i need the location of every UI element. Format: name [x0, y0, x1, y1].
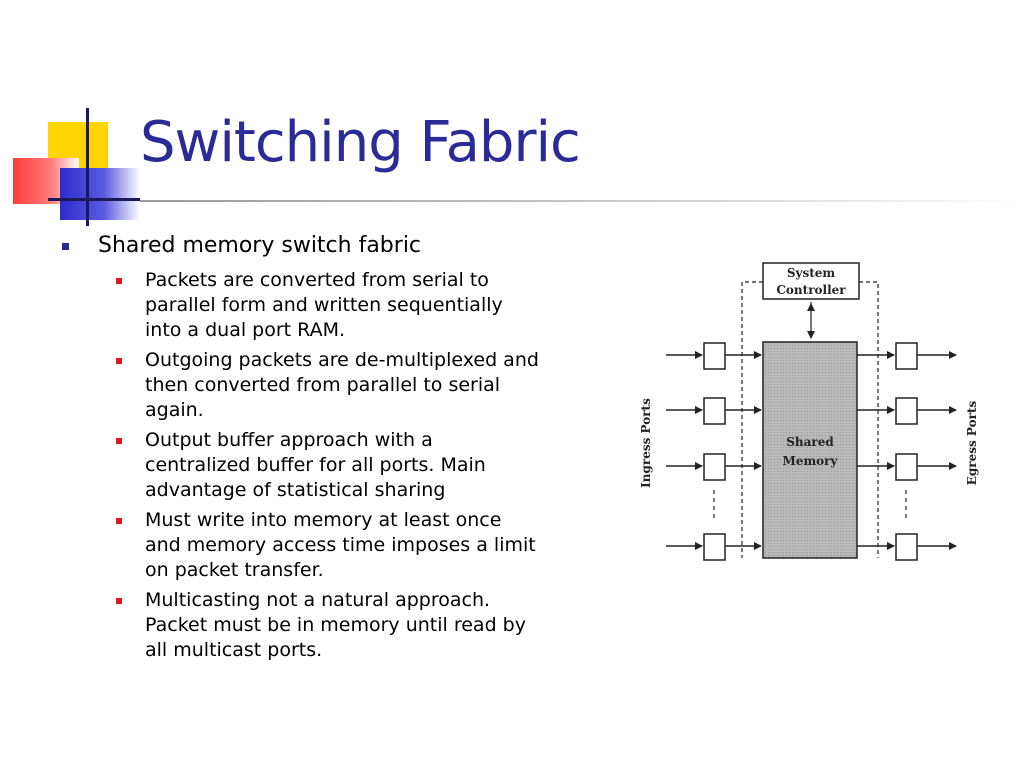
sub-bullet-2: Outgoing packets are de-multiplexed and … [112, 348, 542, 423]
ornament-blue-bar [60, 168, 140, 220]
system-controller-box [762, 262, 860, 300]
controller-label-line1: System [787, 266, 836, 280]
sub-bullet-text: Multicasting not a natural approach. Pac… [145, 589, 526, 661]
sub-bullet-4: Must write into memory at least once and… [112, 508, 542, 583]
title-divider [140, 200, 1024, 202]
square-bullet-icon [62, 243, 69, 250]
square-bullet-icon [116, 438, 122, 444]
bullet-main-text: Shared memory switch fabric [98, 233, 422, 258]
sub-bullet-text: Must write into memory at least once and… [145, 509, 536, 581]
square-bullet-icon [116, 278, 122, 284]
memory-label-line2: Memory [783, 454, 839, 468]
sub-bullet-1: Packets are converted from serial to par… [112, 268, 542, 343]
slide-title: Switching Fabric [140, 110, 581, 175]
bullet-list: Shared memory switch fabric Packets are … [62, 232, 582, 668]
ingress-port-2 [666, 397, 762, 425]
egress-port-2 [857, 397, 957, 425]
square-bullet-icon [116, 358, 122, 364]
bullet-main: Shared memory switch fabric [62, 232, 582, 260]
shared-memory-block [762, 341, 858, 559]
ingress-ports-label: Ingress Ports [639, 398, 653, 488]
ingress-port-4 [666, 533, 762, 561]
square-bullet-icon [116, 598, 122, 604]
ornament-vertical-line [86, 108, 89, 226]
sub-bullet-list: Packets are converted from serial to par… [112, 268, 542, 663]
ornament-horizontal-line [48, 198, 140, 201]
square-bullet-icon [116, 518, 122, 524]
controller-label-line2: Controller [776, 283, 846, 297]
egress-port-4 [857, 533, 957, 561]
sub-bullet-text: Outgoing packets are de-multiplexed and … [145, 349, 539, 421]
egress-port-1 [857, 342, 957, 370]
memory-label-line1: Shared [786, 435, 834, 449]
sub-bullet-3: Output buffer approach with a centralize… [112, 428, 542, 503]
sub-bullet-text: Output buffer approach with a centralize… [145, 429, 486, 501]
sub-bullet-5: Multicasting not a natural approach. Pac… [112, 588, 542, 663]
shared-memory-diagram: System Controller Shared Memory [639, 262, 979, 561]
egress-ports-label: Egress Ports [965, 401, 979, 486]
ingress-port-1 [666, 342, 762, 370]
title-ornament [0, 100, 140, 230]
egress-port-3 [857, 453, 957, 481]
sub-bullet-text: Packets are converted from serial to par… [145, 269, 503, 341]
ingress-port-3 [666, 453, 762, 481]
